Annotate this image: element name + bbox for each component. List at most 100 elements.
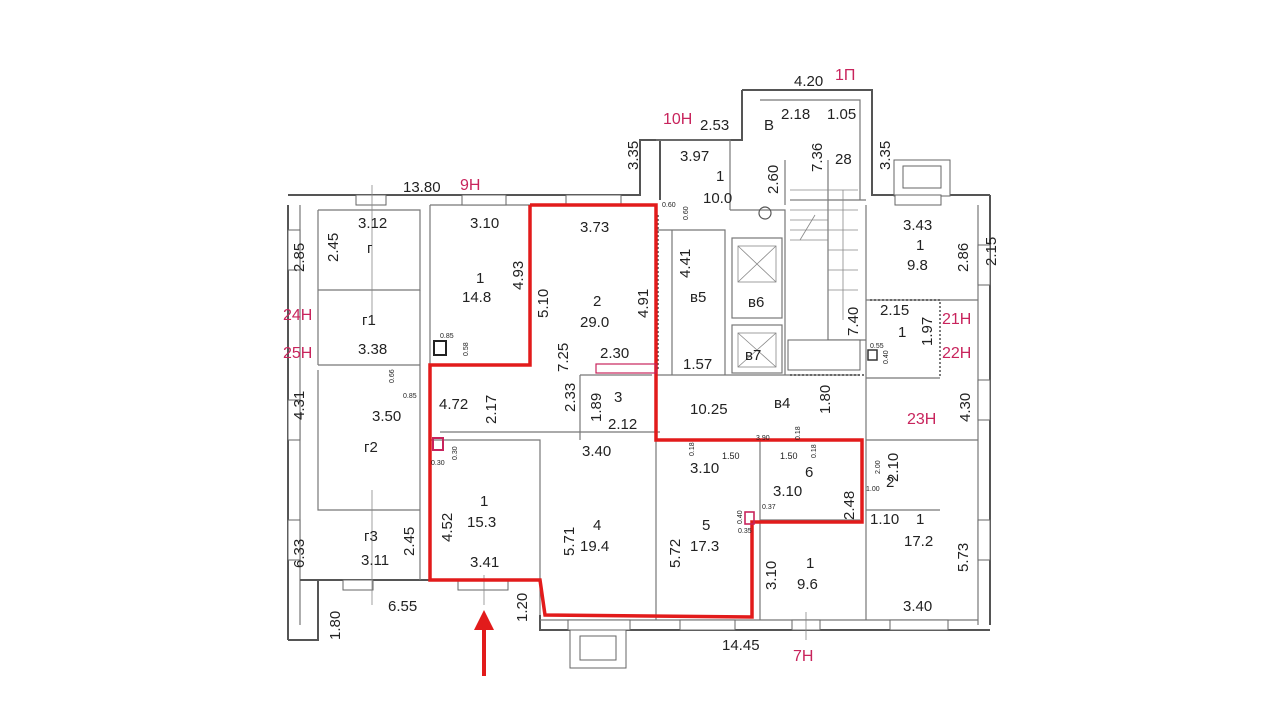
shaft-icon — [867, 349, 878, 361]
dim-2-45-bottom: 2.45 — [401, 527, 418, 556]
dim-3-10-bath: 3.10 — [773, 483, 802, 500]
dim-2-18: 2.18 — [781, 106, 810, 123]
dim-3-11: 3.11 — [361, 552, 389, 569]
room-area-17: 17.3 — [690, 538, 719, 555]
dim-2-45-top: 2.45 — [325, 233, 342, 262]
apt-label-7n: 7Н — [793, 648, 813, 665]
shaft-label-v5: в5 — [690, 289, 706, 306]
dim-0-60-b: 0.60 — [683, 206, 690, 220]
room-number-3: 3 — [614, 389, 622, 406]
dim-3-97: 3.97 — [680, 148, 709, 165]
stair-number-28: 28 — [835, 151, 852, 168]
room-number: 1 — [916, 511, 924, 528]
corridor-label-v4: в4 — [774, 395, 790, 412]
dim-2-86: 2.86 — [955, 243, 972, 272]
dim-4-20: 4.20 — [794, 73, 823, 90]
dim-3-43: 3.43 — [903, 217, 932, 234]
shaft-label-v6: в6 — [748, 294, 764, 311]
dim-14-45: 14.45 — [722, 637, 760, 654]
dim-1-57: 1.57 — [683, 356, 712, 373]
hatched-partitions — [657, 215, 941, 378]
dim-2-85: 2.85 — [291, 243, 308, 272]
dim-7-25: 7.25 — [555, 343, 572, 372]
dim-4-30: 4.30 — [957, 393, 974, 422]
dim-1-97: 1.97 — [919, 317, 936, 346]
dim-4-41: 4.41 — [677, 249, 694, 278]
dim-2-12: 2.12 — [608, 416, 637, 433]
dim-3-90: 3.90 — [756, 435, 770, 442]
stairs — [787, 189, 861, 371]
dim-1-20: 1.20 — [514, 593, 531, 622]
room-number-1: 1 — [480, 493, 488, 510]
dim-1-05: 1.05 — [827, 106, 856, 123]
room-label-g2: г2 — [364, 439, 378, 456]
dim-2-30: 2.30 — [600, 345, 629, 362]
dim-13-80: 13.80 — [403, 179, 441, 196]
dim-0-35: 0.35 — [738, 528, 752, 535]
room-number: 1 — [806, 555, 814, 572]
dim-3-35-left: 3.35 — [625, 141, 642, 170]
dim-0-18-c: 0.18 — [811, 444, 818, 458]
room-number-2: 2 — [886, 474, 894, 491]
room-label-g: г — [367, 240, 373, 257]
dim-2-00: 2.00 — [875, 460, 882, 474]
dim-0-55: 0.55 — [870, 343, 884, 350]
dim-2-15: 2.15 — [880, 302, 909, 319]
dim-0-58: 0.58 — [463, 342, 470, 356]
dim-1-80: 1.80 — [817, 385, 834, 414]
dim-5-72: 5.72 — [667, 539, 684, 568]
dim-2-10: 2.10 — [885, 453, 902, 482]
dim-3-40-right: 3.40 — [903, 598, 932, 615]
dim-2-15-edge: 2.15 — [983, 237, 1000, 266]
dim-0-30-a: 0.30 — [431, 460, 445, 467]
dim-5-71: 5.71 — [561, 527, 578, 556]
dim-0-18-a: 0.18 — [689, 442, 696, 456]
dim-7-36: 7.36 — [809, 143, 826, 172]
highlighted-unit-outline — [428, 203, 864, 619]
dim-1-80-bottom: 1.80 — [327, 611, 344, 640]
room-area-17-2: 17.2 — [904, 533, 933, 550]
dim-3-35-right: 3.35 — [877, 141, 894, 170]
dim-1-89: 1.89 — [588, 393, 605, 422]
elevator-cross-icon — [731, 237, 783, 374]
dim-2-53: 2.53 — [700, 117, 729, 134]
dim-0-30-b: 0.30 — [452, 446, 459, 460]
wardrobe-outline — [595, 363, 657, 374]
dim-2-17: 2.17 — [483, 395, 500, 424]
shaft-icon — [744, 511, 755, 525]
dim-2-48: 2.48 — [841, 491, 858, 520]
shaft-icon — [432, 437, 444, 451]
dim-2-60: 2.60 — [765, 165, 782, 194]
room-area-19: 19.4 — [580, 538, 609, 555]
room-area-15: 15.3 — [467, 514, 496, 531]
dim-3-40: 3.40 — [582, 443, 611, 460]
arrow-up-icon — [474, 610, 494, 676]
room-area-9-6: 9.6 — [797, 576, 818, 593]
dim-6-55: 6.55 — [388, 598, 417, 615]
dim-1-00: 1.00 — [866, 486, 880, 493]
dim-4-93: 4.93 — [510, 261, 527, 290]
dim-3-41: 3.41 — [470, 554, 499, 571]
dim-0-40-right: 0.40 — [883, 350, 890, 364]
dim-0-40: 0.40 — [737, 510, 744, 524]
room-number-5: 5 — [702, 517, 710, 534]
dim-0-37: 0.37 — [762, 504, 776, 511]
dim-1-10: 1.10 — [870, 511, 899, 528]
apt-label-9n: 9Н — [460, 177, 480, 194]
dim-0-60-a: 0.60 — [662, 202, 676, 209]
dim-6-33: 6.33 — [291, 539, 308, 568]
dim-3-10-mid: 3.10 — [690, 460, 719, 477]
room-label-g1: г1 — [362, 312, 376, 329]
stair-label-v: В — [764, 117, 774, 134]
room-number: 1 — [476, 270, 484, 287]
apt-label-25n: 25Н — [283, 345, 312, 362]
room-area-9-8: 9.8 — [907, 257, 928, 274]
dim-3-50: 3.50 — [372, 408, 401, 425]
dim-0-18-b: 0.18 — [795, 426, 802, 440]
dim-0-85: 0.85 — [440, 333, 454, 340]
dim-3-12: 3.12 — [358, 215, 387, 232]
dim-3-73: 3.73 — [580, 219, 609, 236]
room-number: 1 — [898, 324, 906, 341]
dim-4-31: 4.31 — [291, 391, 308, 420]
